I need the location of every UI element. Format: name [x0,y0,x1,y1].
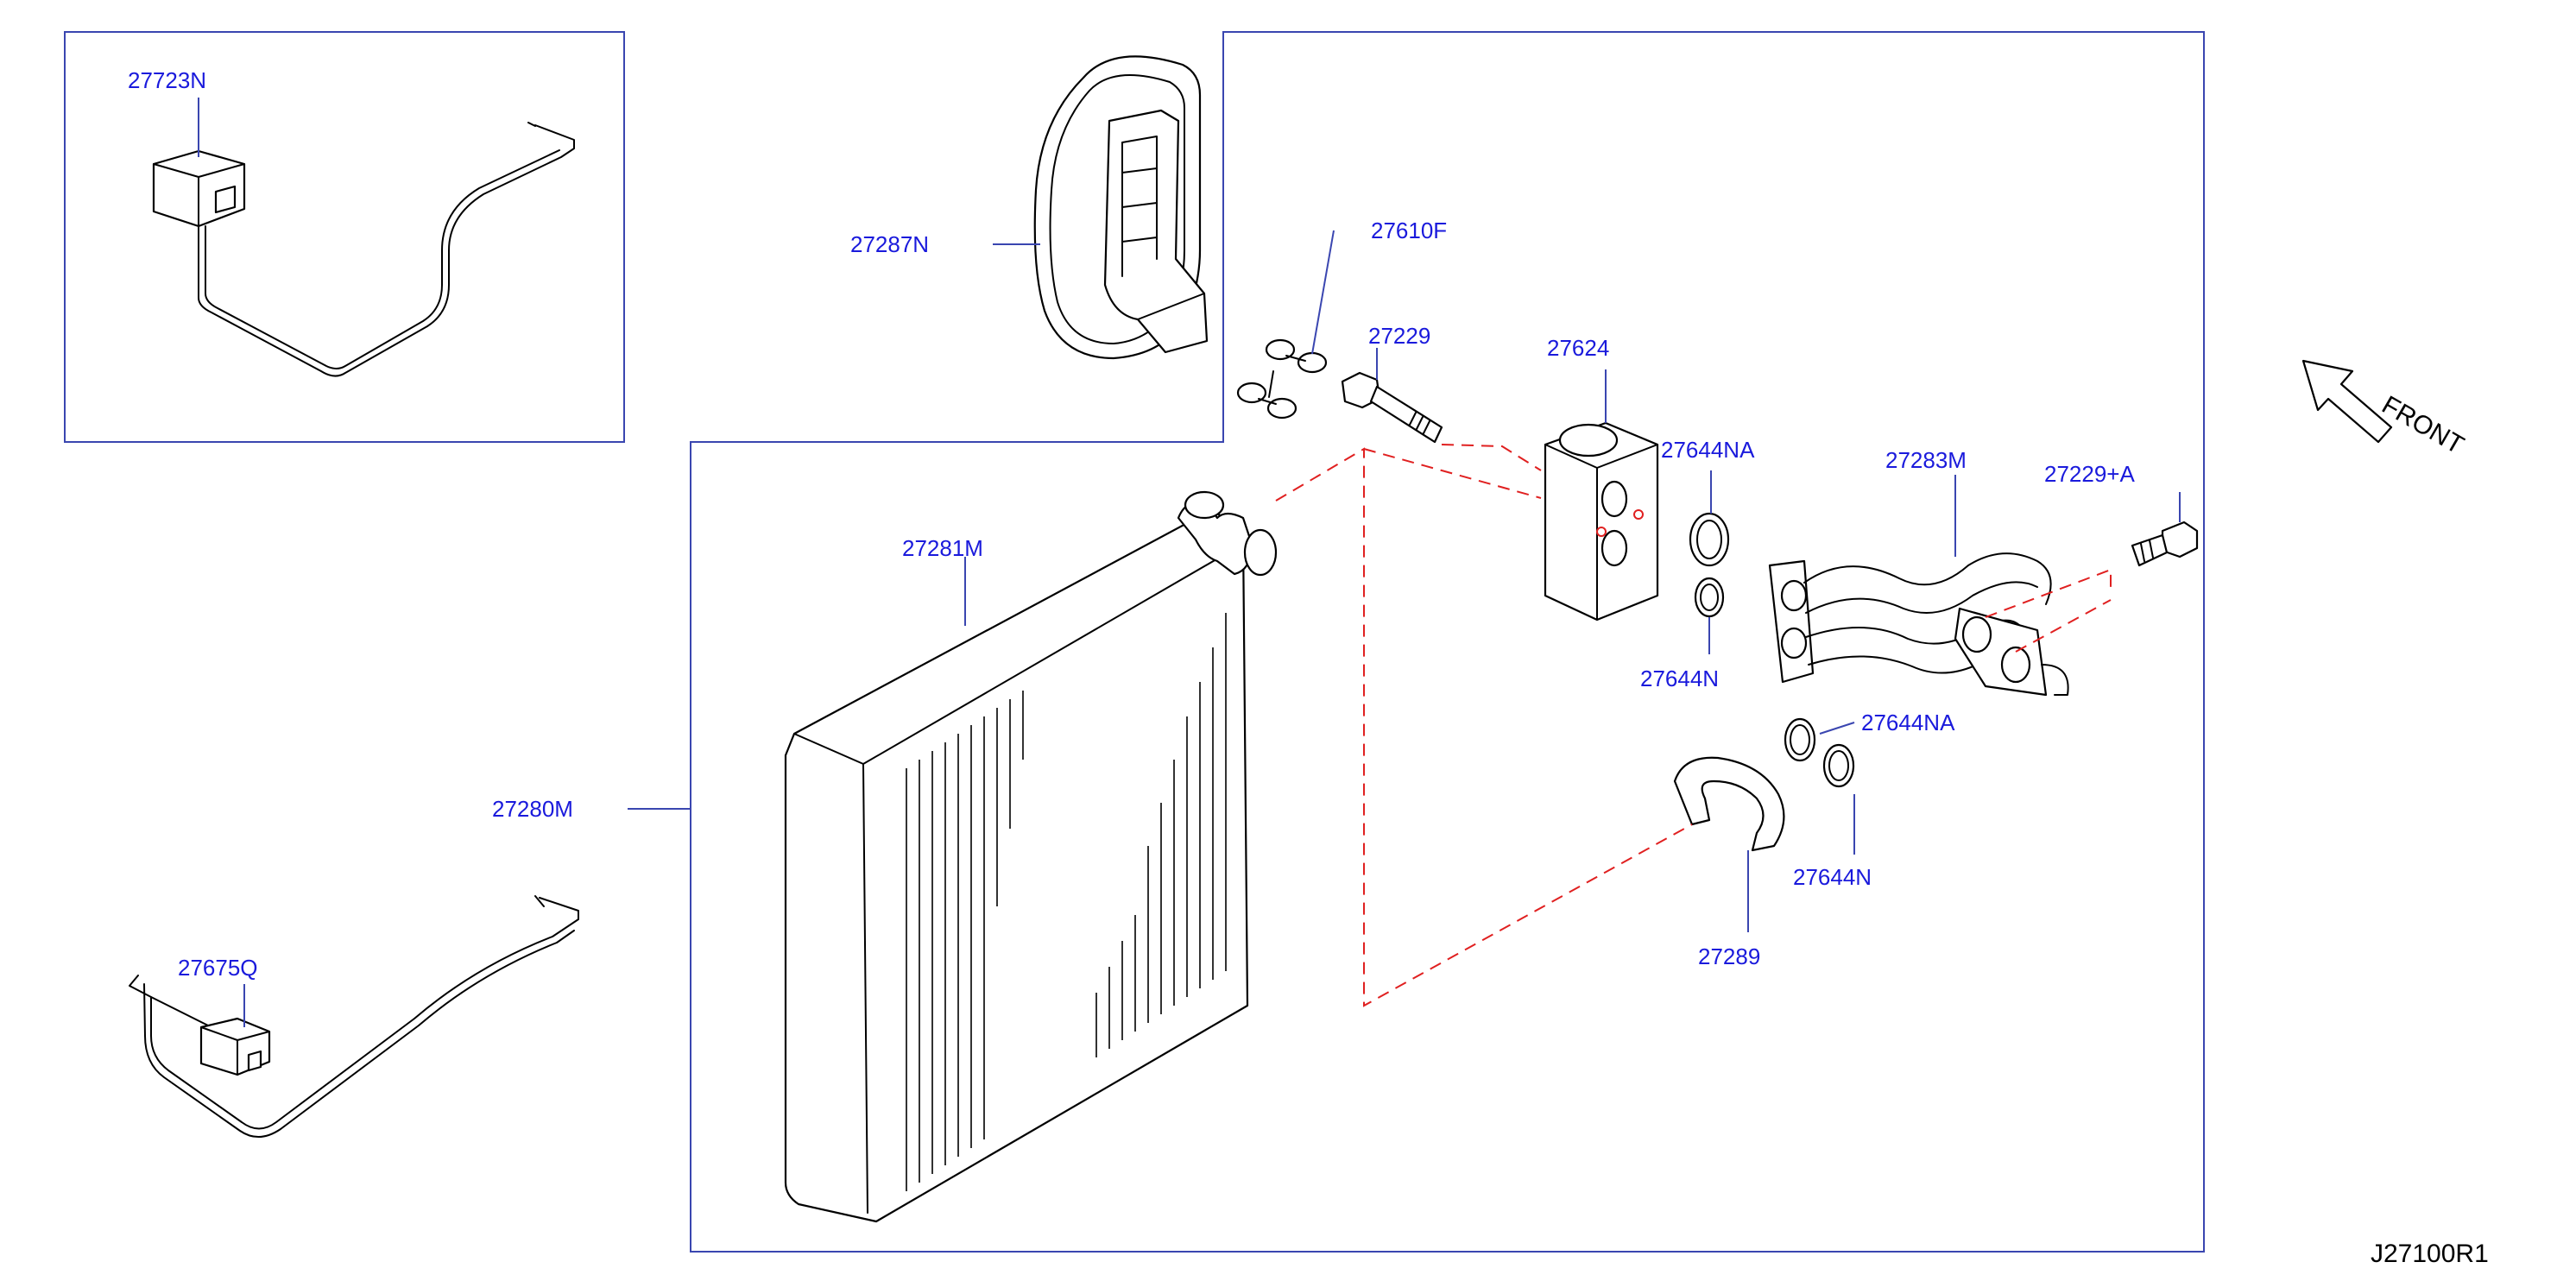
part-27610F [1236,338,1328,420]
part-27283M [1768,552,2069,697]
label-27644N-top: 27644N [1640,666,1719,691]
part-27289 [1673,756,1785,852]
arrow-up-left-icon [2301,359,2393,444]
leader-lines [198,98,2181,1027]
label-27644N-bottom: 27644N [1793,864,1872,890]
diagram-reference-code: J27100R1 [2371,1240,2489,1268]
front-indicator: FRONT [2301,359,2469,460]
label-27610F: 27610F [1371,218,1447,243]
label-27644NA-bottom: 27644NA [1861,710,1955,735]
front-label: FRONT [2377,390,2469,459]
part-27624 [1544,421,1659,622]
label-27723N: 27723N [128,67,206,93]
label-27289: 27289 [1698,943,1760,969]
label-27287N: 27287N [850,231,929,257]
evaporator-assembly-frame [690,31,2205,1253]
guide-lines [1275,444,2112,1007]
part-labels: 27723N 27287N 27610F 27229 27624 27644NA… [128,67,2135,981]
label-27675Q: 27675Q [178,955,258,981]
label-27229A: 27229+A [2044,461,2135,487]
frames [64,31,2205,1253]
label-27280M: 27280M [492,796,573,822]
label-27281M: 27281M [902,535,983,561]
sensor-box-frame [64,31,625,443]
part-27229 [1341,371,1443,444]
o-rings [1689,512,1855,788]
part-27723N [152,122,575,377]
part-27281M [784,490,1278,1223]
part-27287N [1033,55,1209,360]
part-27229A [2131,521,2199,567]
label-27644NA-top: 27644NA [1661,437,1755,463]
label-27229: 27229 [1368,323,1430,349]
part-27675Q [129,895,579,1138]
label-27283M: 27283M [1885,447,1967,473]
label-27624: 27624 [1547,335,1609,361]
